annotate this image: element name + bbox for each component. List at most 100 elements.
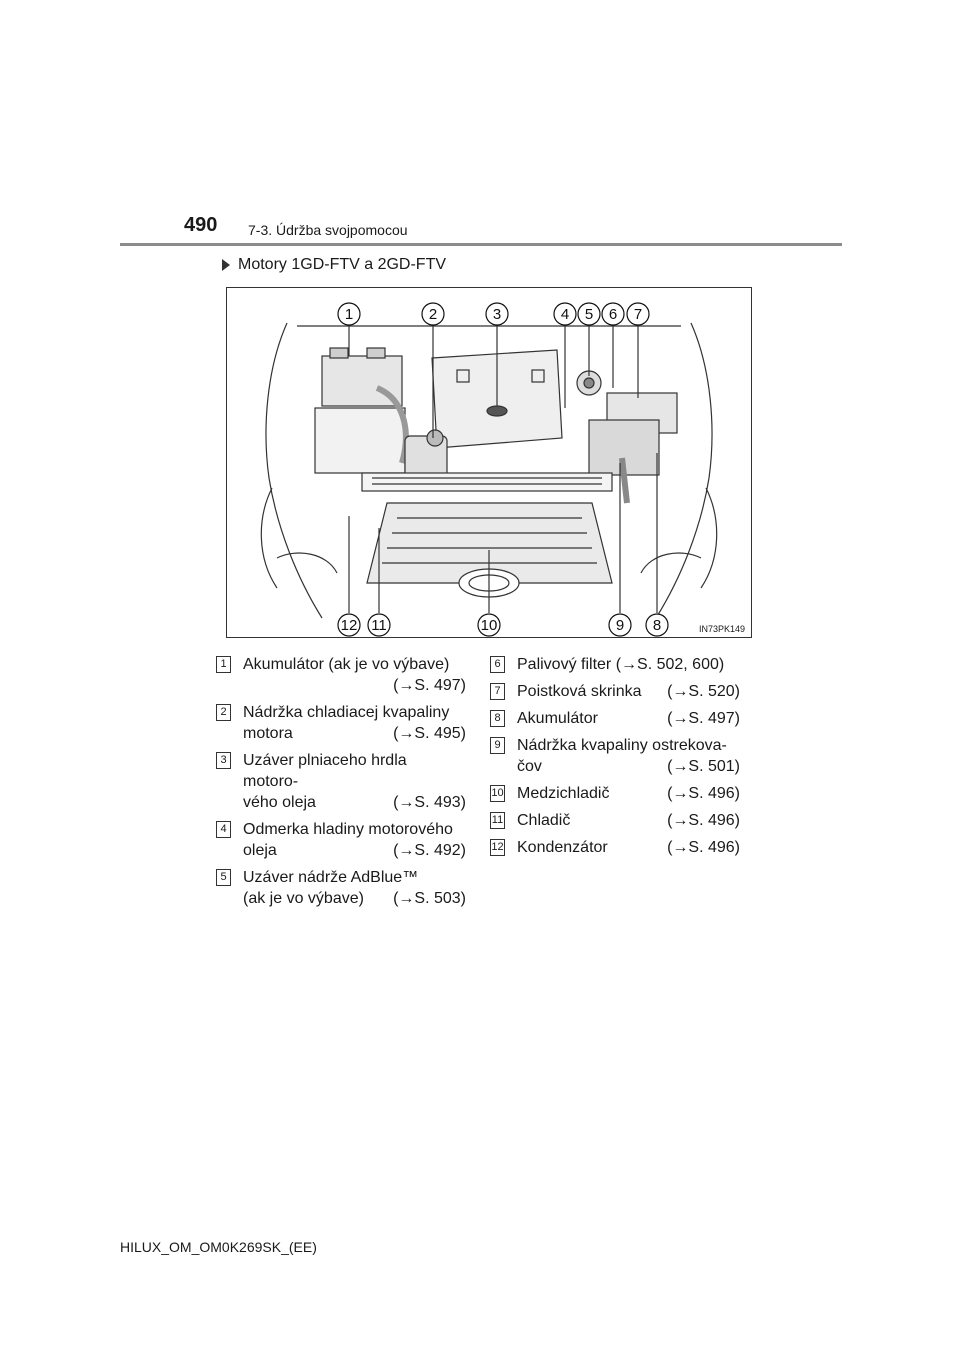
legend-item-text: Kondenzátor xyxy=(517,839,608,856)
callouts-bottom: 12 11 10 9 8 xyxy=(337,613,669,637)
legend-item-line: (ak je vo výbave) (→S. 503) xyxy=(243,888,466,909)
legend-item-text: vého oleja xyxy=(243,794,316,811)
legend-item-text: Akumulátor xyxy=(517,710,598,727)
legend-item-text: Chladič xyxy=(517,812,571,829)
legend-item-number: 11 xyxy=(490,812,505,829)
legend-item-number: 10 xyxy=(490,785,505,802)
legend-item-text: Uzáver nádrže AdBlue™ xyxy=(243,869,419,886)
footer-doc-code: HILUX_OM_OM0K269SK_(EE) xyxy=(120,1239,317,1255)
legend-item-number: 12 xyxy=(490,839,505,856)
legend-item-text: Nádržka chladiacej kvapaliny xyxy=(243,704,450,721)
legend-item-text: čov xyxy=(517,758,542,775)
legend-item-page-ref: (→S. 497) xyxy=(667,710,740,727)
legend-item-number: 4 xyxy=(216,821,231,838)
legend-item-page-ref: (→S. 497) xyxy=(393,677,466,694)
legend-item-line: motora (→S. 495) xyxy=(243,723,466,744)
callout-11 xyxy=(367,613,391,637)
subheading-text: Motory 1GD-FTV a 2GD-FTV xyxy=(238,256,447,273)
callout-7 xyxy=(626,302,650,326)
triangle-bullet-icon xyxy=(222,259,230,271)
legend-item-line: Uzáver plniaceho hrdla motoro- xyxy=(243,750,466,792)
legend-item-line: Akumulátor (→S. 497) xyxy=(517,708,740,729)
legend-item-number: 7 xyxy=(490,683,505,700)
legend-item-line: Palivový filter (→S. 502, 600) xyxy=(517,654,740,675)
legend-item-number: 3 xyxy=(216,752,231,769)
engine-bay-drawing: 1 2 3 4 5 6 7 12 11 10 9 8 xyxy=(260,302,718,637)
legend-item-text: oleja xyxy=(243,842,277,859)
legend-item: 11 Chladič (→S. 496) xyxy=(490,810,740,831)
legend-item-line: (→S. 497) xyxy=(243,675,466,696)
legend-item-line: Akumulátor (ak je vo výbave) xyxy=(243,654,466,675)
page-number: 490 xyxy=(184,214,218,236)
legend-item-number: 8 xyxy=(490,710,505,727)
engine-bay-illustration: 1 2 3 4 5 6 7 12 11 10 9 8 IN73 xyxy=(226,287,752,638)
callout-8 xyxy=(645,613,669,637)
callout-8-label: 8 xyxy=(653,617,661,634)
legend-item-page-ref: (→S. 496) xyxy=(667,812,740,829)
callout-3-label: 3 xyxy=(493,306,501,323)
callout-1 xyxy=(337,302,361,326)
legend-item-number: 2 xyxy=(216,704,231,721)
legend-item-line: Nádržka kvapaliny ostrekova- xyxy=(517,735,740,756)
legend-item-text: Uzáver plniaceho hrdla motoro- xyxy=(243,752,407,790)
legend-item-line: Medzichladič (→S. 496) xyxy=(517,783,740,804)
legend-item-line: vého oleja (→S. 493) xyxy=(243,792,466,813)
callout-2-label: 2 xyxy=(429,306,437,323)
legend-item-page-ref: (→S. 496) xyxy=(667,839,740,856)
figure-code: IN73PK149 xyxy=(698,624,745,634)
legend-item: 1 Akumulátor (ak je vo výbave) (→S. 497) xyxy=(216,654,466,696)
legend-item-page-ref: (→S. 495) xyxy=(393,725,466,742)
callout-9-label: 9 xyxy=(616,617,624,634)
legend-item-number: 1 xyxy=(216,656,231,673)
callout-1-label: 1 xyxy=(345,306,353,323)
legend-item-text: motora xyxy=(243,725,293,742)
callout-9 xyxy=(608,613,632,637)
subheading: Motory 1GD-FTV a 2GD-FTV xyxy=(222,256,446,274)
legend-item-line: Kondenzátor (→S. 496) xyxy=(517,837,740,858)
header-rule xyxy=(120,243,842,246)
legend-item-page-ref: (→S. 501) xyxy=(667,758,740,775)
callouts-top: 1 2 3 4 5 6 7 xyxy=(337,302,650,326)
legend-item: 8 Akumulátor (→S. 497) xyxy=(490,708,740,729)
callout-5 xyxy=(577,302,601,326)
legend-item-number: 5 xyxy=(216,869,231,886)
callout-4 xyxy=(553,302,577,326)
callout-6-label: 6 xyxy=(609,306,617,323)
legend-item-text: Palivový filter (→S. 502, 600) xyxy=(517,656,725,673)
legend-item: 12 Kondenzátor (→S. 496) xyxy=(490,837,740,858)
legend-item-page-ref: (→S. 520) xyxy=(667,683,740,700)
legend-item-text: Akumulátor (ak je vo výbave) xyxy=(243,656,450,673)
legend-item-line: oleja(→S. 492) xyxy=(243,840,466,861)
legend-item-line: Poistková skrinka(→S. 520) xyxy=(517,681,740,702)
callout-7-label: 7 xyxy=(634,306,642,323)
legend-item-page-ref: (→S. 496) xyxy=(667,785,740,802)
legend-item-line: čov (→S. 501) xyxy=(517,756,740,777)
legend-item-text: Medzichladič xyxy=(517,785,610,802)
callout-6 xyxy=(601,302,625,326)
callout-12 xyxy=(337,613,361,637)
legend-item: 2 Nádržka chladiacej kvapaliny motora (→S. … xyxy=(216,702,466,744)
legend-item-text: Odmerka hladiny motorového xyxy=(243,821,453,838)
callout-10-label: 10 xyxy=(481,617,498,634)
legend-item: 10 Medzichladič (→S. 496) xyxy=(490,783,740,804)
callout-4-label: 4 xyxy=(561,306,569,323)
legend-item-line: Nádržka chladiacej kvapaliny xyxy=(243,702,466,723)
legend-item-text: (ak je vo výbave) xyxy=(243,890,364,907)
callout-3 xyxy=(485,302,509,326)
legend-item-page-ref: (→S. 503) xyxy=(393,890,466,907)
callout-12-label: 12 xyxy=(341,617,358,634)
callout-11-label: 11 xyxy=(371,617,387,634)
callout-5-label: 5 xyxy=(585,306,593,323)
legend-item-page-ref: (→S. 493) xyxy=(393,794,466,811)
legend-item: 7 Poistková skrinka(→S. 520) xyxy=(490,681,740,702)
legend-item-line: Uzáver nádrže AdBlue™ xyxy=(243,867,466,888)
callout-2 xyxy=(421,302,445,326)
legend-item-line: Chladič (→S. 496) xyxy=(517,810,740,831)
section-title: 7-3. Údržba svojpomocou xyxy=(248,222,408,238)
callout-10 xyxy=(477,613,501,637)
